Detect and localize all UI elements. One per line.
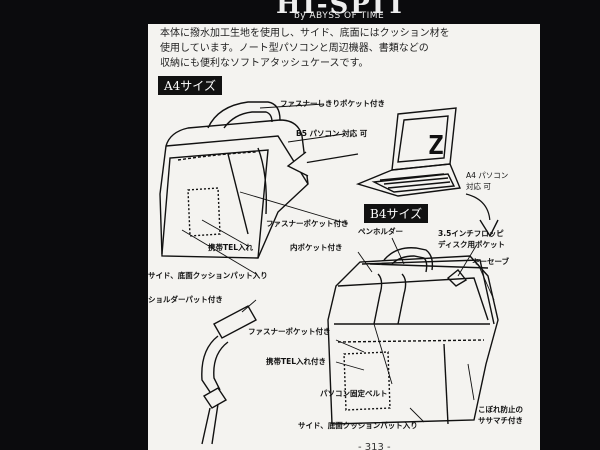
intro-line: 収納にも便利なソフトアタッシュケースです。 bbox=[160, 58, 369, 69]
b4-label-phone: 携帯TEL入れ付き bbox=[266, 357, 327, 366]
shoulder-pad-drawing bbox=[201, 305, 257, 445]
intro-line: 本体に撥水加工生地を使用し、サイド、底面にはクッション材を bbox=[160, 28, 450, 39]
a4-label-zip-pocket: ファスナーポケット付き bbox=[266, 219, 349, 228]
a4-label-cushion: サイド、底面クッションパット入り bbox=[148, 271, 268, 280]
a4-label-b5-pc: B5 パソコン 対応 可 bbox=[296, 129, 368, 138]
top-band: HI-SPIT by ABYSS OF TIME bbox=[148, 0, 540, 24]
laptop-label: A4 パソコン 対応 可 bbox=[466, 171, 509, 191]
product-card: 本体に撥水加工生地を使用し、サイド、底面にはクッション材を 使用しています。ノー… bbox=[148, 24, 540, 450]
intro-text: 本体に撥水加工生地を使用し、サイド、底面にはクッション材を 使用しています。ノー… bbox=[160, 26, 532, 71]
a4-label-shoulder: ショルダーパット付き bbox=[148, 295, 223, 304]
b4-label-floppy: 3.5インチフロッピ ディスク用ポケット bbox=[438, 229, 505, 249]
laptop-drawing bbox=[355, 107, 461, 197]
a4-bag-drawing bbox=[159, 101, 309, 259]
b4-label-key: キーセーブ bbox=[472, 257, 510, 266]
a4-size-tag: A4サイズ bbox=[158, 76, 222, 95]
b4-label-inner: 内ポケット付き bbox=[290, 243, 343, 252]
b4-label-spill: こぼれ防止の ササマチ付き bbox=[478, 405, 523, 425]
b4-label-pen: ペンホルダー bbox=[358, 227, 403, 236]
laptop-screen-letter: Z bbox=[428, 131, 444, 161]
brand-title: HI-SPIT bbox=[276, 0, 408, 20]
intro-line: 使用しています。ノート型パソコンと周辺機器、書類などの bbox=[160, 43, 429, 54]
a4-label-zip-divider: ファスナーしきりポケット付き bbox=[280, 99, 385, 108]
a4-label-phone: 携帯TEL入れ bbox=[208, 243, 254, 252]
product-illustration: Z bbox=[159, 101, 499, 445]
b4-size-tag: B4サイズ bbox=[364, 204, 429, 223]
brand-byline: by ABYSS OF TIME bbox=[294, 11, 385, 21]
page-number: - 313 - bbox=[358, 442, 391, 450]
b4-bag-drawing bbox=[327, 247, 499, 425]
b4-label-pc-belt: パソコン固定ベルト bbox=[320, 389, 388, 398]
b4-label-zip-pocket: ファスナーポケット付き bbox=[248, 327, 331, 336]
b4-label-cushion: サイド、底面クッションパット入り bbox=[298, 421, 418, 430]
